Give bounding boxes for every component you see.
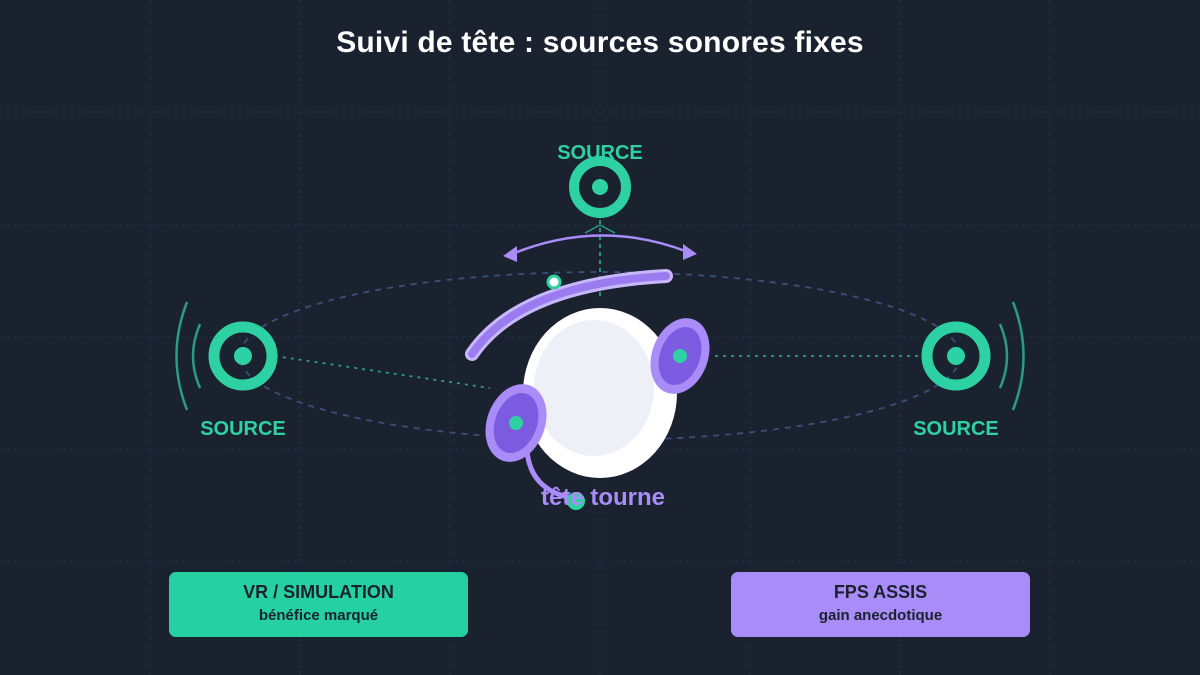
fps-card-title: FPS ASSIS: [833, 582, 928, 602]
vr-card-title: VR / SIMULATION: [243, 582, 394, 602]
right-earcup-icon: [650, 318, 710, 394]
top-source-label: SOURCE: [557, 142, 643, 164]
top-source-icon: [569, 156, 631, 218]
head-icon: [523, 308, 677, 478]
left-source-icon: [208, 321, 278, 391]
page-title: Suivi de tête : sources sonores fixes: [336, 26, 864, 59]
fps-assis-card: FPS ASSIS gain anecdotique: [731, 572, 1030, 637]
right-source-label: SOURCE: [913, 418, 999, 440]
rotation-arrow-right-head: [683, 244, 697, 260]
left-source-label: SOURCE: [200, 418, 286, 440]
headband-marker: [546, 274, 562, 290]
vr-card-subtitle: bénéfice marqué: [258, 607, 379, 624]
microphone-icon: [567, 492, 585, 510]
right-source-icon: [921, 321, 991, 391]
head-turn-label: tête tourne: [540, 484, 665, 511]
right-sound-waves-icon: [998, 301, 1025, 411]
head-turn-caption: tête tourne: [440, 484, 760, 512]
left-sound-waves-icon: [175, 301, 202, 411]
fps-card-subtitle: gain anecdotique: [818, 607, 943, 624]
vr-simulation-card: VR / SIMULATION bénéfice marqué: [169, 572, 468, 637]
rotation-arrow: [511, 224, 689, 256]
left-source-line: [274, 355, 491, 389]
rotation-arrow-left-head: [503, 246, 517, 262]
left-earcup-icon: [485, 384, 547, 462]
microphone-boom: [524, 447, 575, 501]
